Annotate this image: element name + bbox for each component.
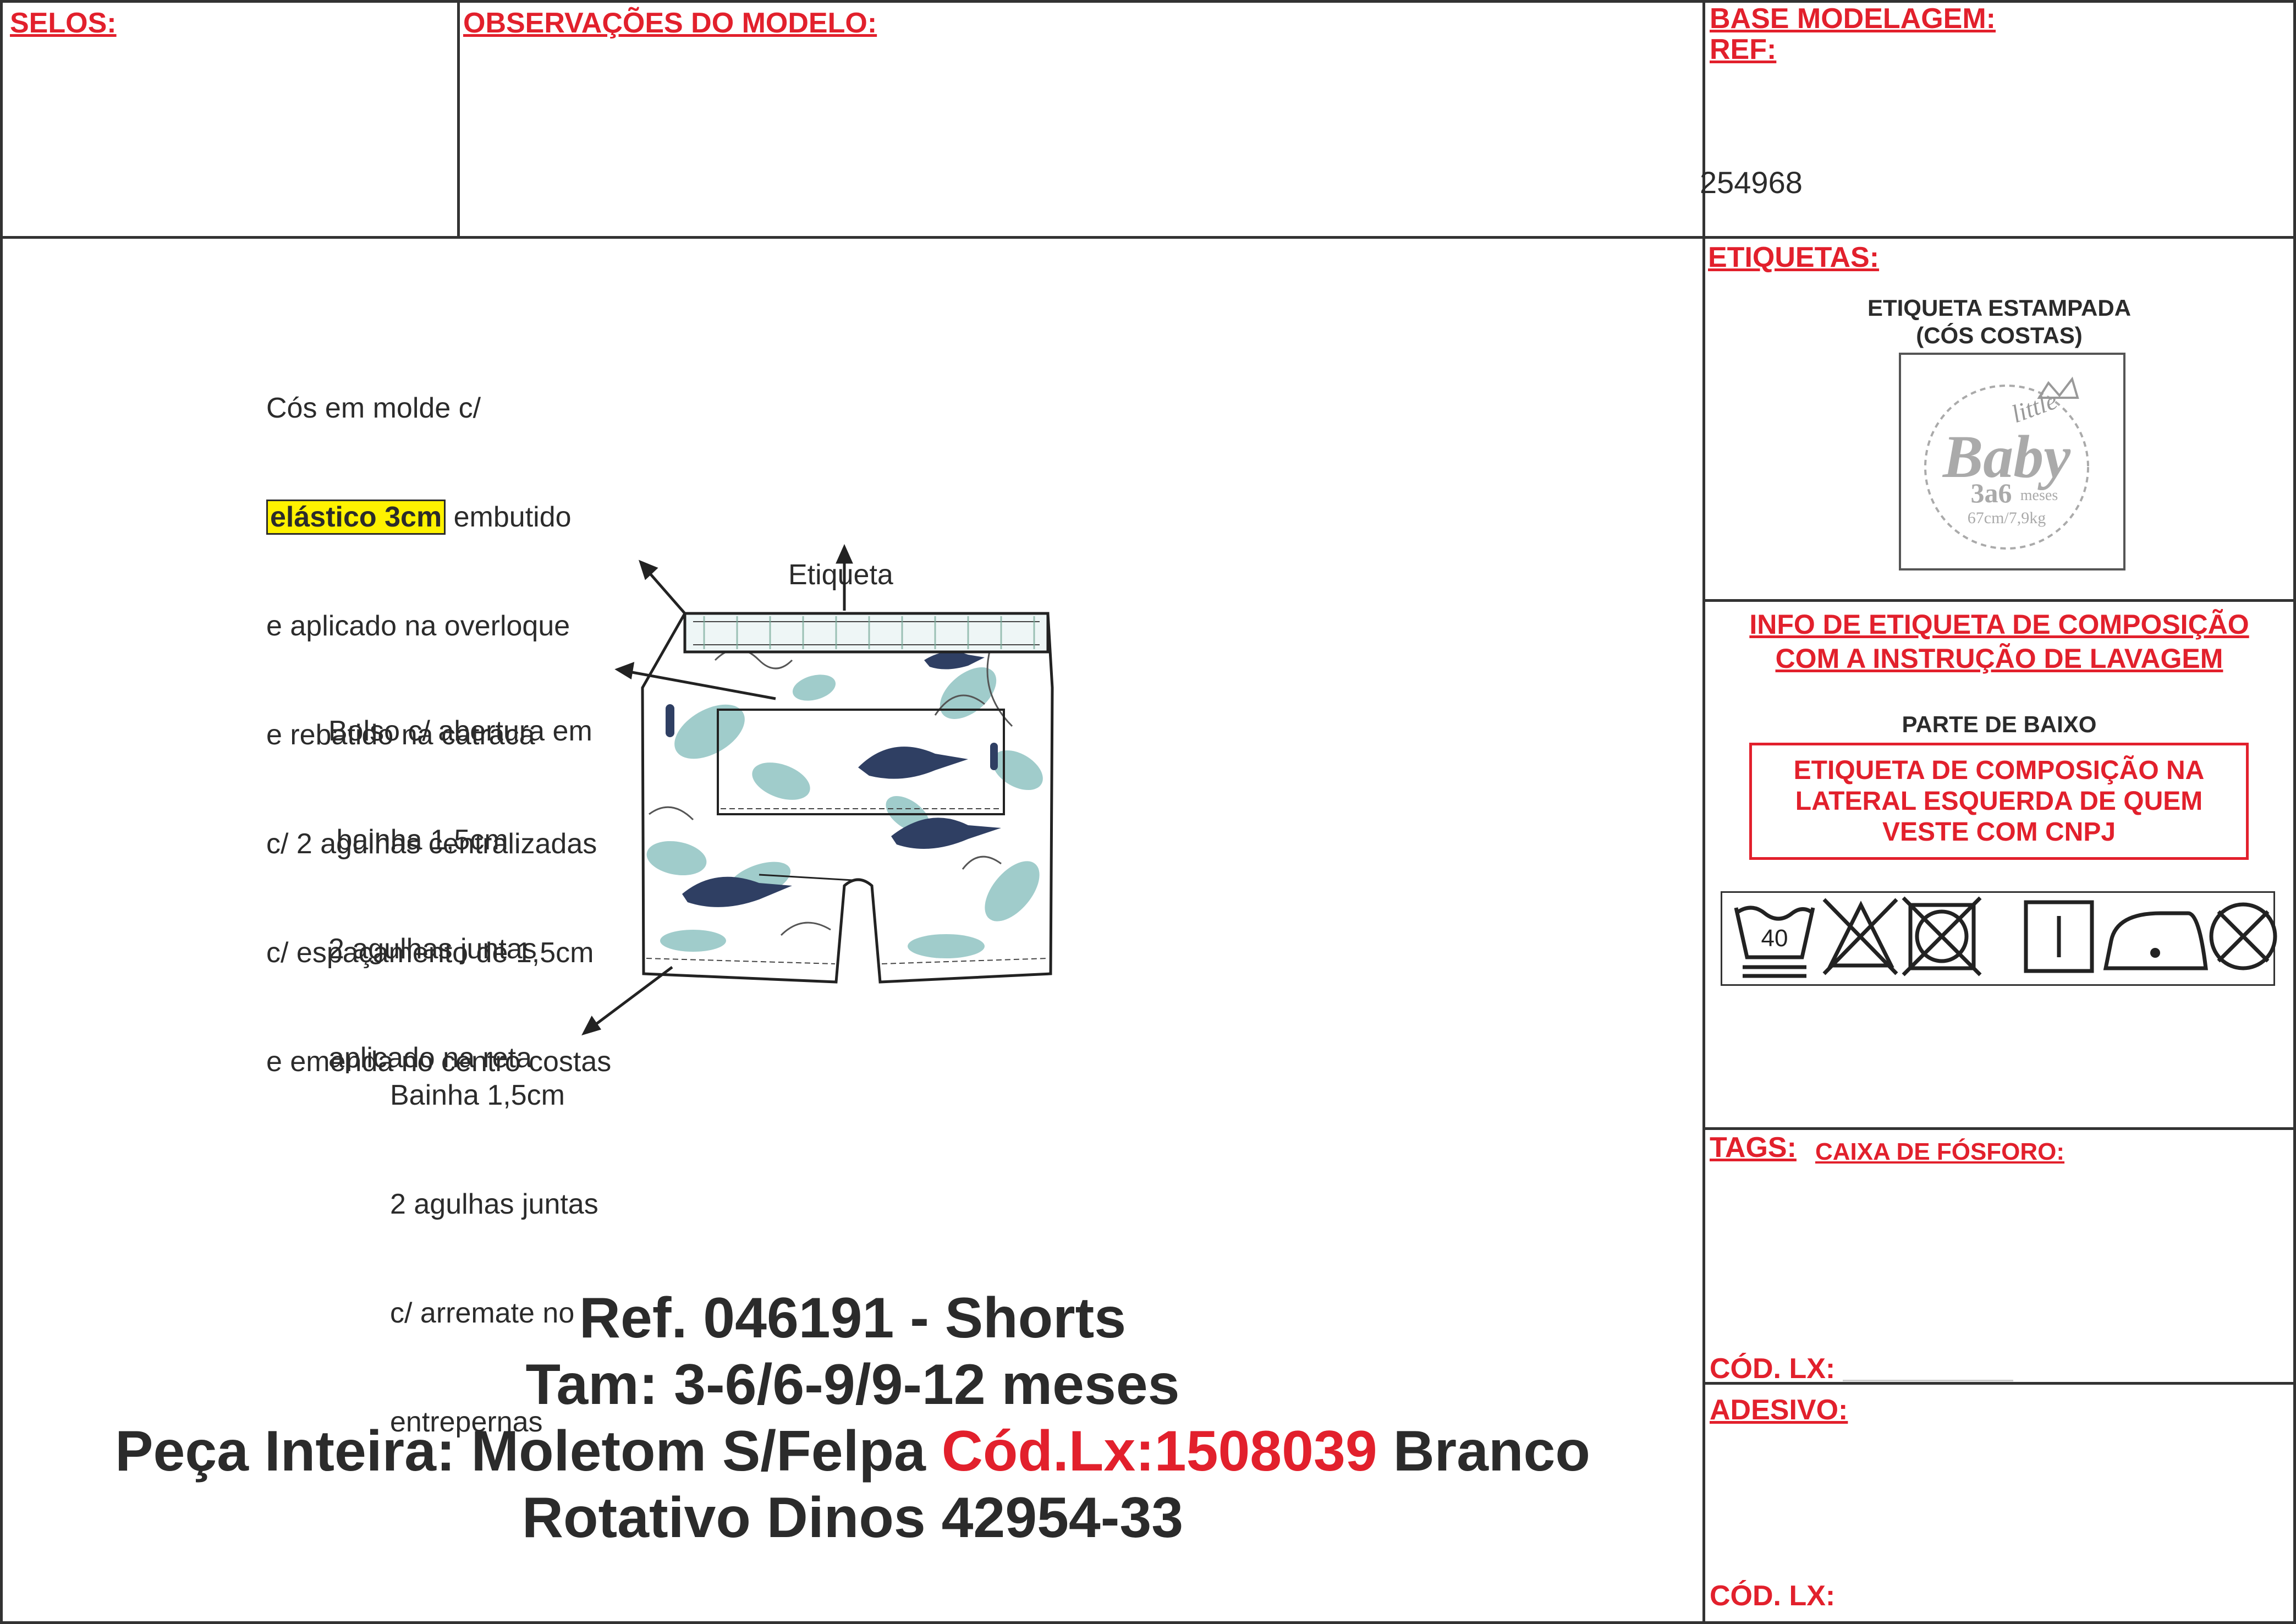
parte-label: PARTE DE BAIXO xyxy=(1902,711,2097,737)
printed-label-line1: ETIQUETA ESTAMPADA xyxy=(1867,295,2132,321)
composition-box-line2: LATERAL ESQUERDA DE QUEM xyxy=(1795,786,2203,816)
product-fabric: Peça Inteira: Moletom S/Felpa Cód.Lx:150… xyxy=(0,1418,1705,1485)
line-dry-icon xyxy=(2024,900,2094,973)
waistband xyxy=(683,612,1050,654)
etiquetas-label: ETIQUETAS: xyxy=(1708,242,1880,273)
hem-note-line: entrepernas xyxy=(390,1406,543,1438)
observacoes-label: OBSERVAÇÕES DO MODELO: xyxy=(463,7,877,39)
care-symbols: 40 xyxy=(1734,896,2277,978)
pocket-note: Bolso c/ abertura em bainha 1,5cm 2 agul… xyxy=(328,640,592,1112)
product-ref: Ref. 046191 - Shorts xyxy=(579,1286,1127,1350)
svg-text:3a6: 3a6 xyxy=(1971,478,2012,508)
waistband-note: Cós em molde c/ elástico 3cm embutido e … xyxy=(266,317,611,1116)
waistband-note-line: c/ espaçamento de 1,5cm xyxy=(266,937,594,969)
hem-note-line: c/ arremate no xyxy=(390,1297,575,1329)
caixa-fosforo-label: CAIXA DE FÓSFORO: xyxy=(1815,1138,2065,1165)
product-sizes: Tam: 3-6/6-9/9-12 meses xyxy=(525,1353,1180,1417)
waistband-note-line: e rebatido na catraca xyxy=(266,719,535,751)
selos-label: SELOS: xyxy=(10,7,117,39)
svg-text:little: little xyxy=(2008,386,2061,429)
tags-cod-lx-label: CÓD. LX: xyxy=(1710,1353,1836,1385)
waistband-note-line: e emenda no centro costas xyxy=(266,1046,612,1078)
waistband-note-line: c/ 2 agulhas centralizadas xyxy=(266,828,597,860)
tags-cod-lx-line xyxy=(1843,1380,2013,1381)
little-baby-logo: little Baby 3a6 meses 67cm/7,9kg xyxy=(1924,376,2089,550)
no-dry-clean-icon xyxy=(2209,902,2277,970)
fabric-color: Branco xyxy=(1377,1419,1590,1483)
composition-title-line1: INFO DE ETIQUETA DE COMPOSIÇÃO xyxy=(1749,609,2249,640)
waistband-note-line: e aplicado na overloque xyxy=(266,610,570,642)
composition-box-line3: VESTE COM CNPJ xyxy=(1882,817,2116,847)
product-print: Rotativo Dinos 42954-33 xyxy=(521,1486,1184,1550)
composition-box: ETIQUETA DE COMPOSIÇÃO NA LATERAL ESQUER… xyxy=(1749,743,2249,860)
svg-text:meses: meses xyxy=(2020,487,2058,504)
product-title-block: Ref. 046191 - Shorts Tam: 3-6/6-9/9-12 m… xyxy=(0,1285,1705,1551)
iron-low-icon xyxy=(2103,911,2208,970)
pocket-note-line: Bolso c/ abertura em xyxy=(328,715,592,747)
fabric-desc: Peça Inteira: Moletom S/Felpa xyxy=(115,1419,942,1483)
hem-note-line: Bainha 1,5cm xyxy=(390,1079,565,1111)
ref-value: 254968 xyxy=(1700,165,1803,200)
no-bleach-icon xyxy=(1822,898,1898,975)
waistband-note-line: embutido xyxy=(446,501,572,533)
waistband-note-line: Cós em molde c/ xyxy=(266,392,481,424)
composition-title-line2: COM A INSTRUÇÃO DE LAVAGEM xyxy=(1775,643,2223,674)
adesivo-cell xyxy=(1702,1382,2296,1624)
fabric-code: Cód.Lx:1508039 xyxy=(941,1419,1377,1483)
adesivo-label: ADESIVO: xyxy=(1710,1394,1848,1426)
pocket-note-line: bainha 1,5cm xyxy=(328,824,508,856)
composition-box-line1: ETIQUETA DE COMPOSIÇÃO NA xyxy=(1793,755,2205,785)
base-modelagem-label: BASE MODELAGEM: xyxy=(1710,3,1996,35)
printed-label-line2: (CÓS COSTAS) xyxy=(1916,322,2083,348)
hem-note: Bainha 1,5cm 2 agulhas juntas c/ arremat… xyxy=(390,1005,598,1477)
no-tumble-dry-icon xyxy=(1902,896,1982,976)
svg-text:Baby: Baby xyxy=(1942,423,2071,490)
adesivo-cod-lx-label: CÓD. LX: xyxy=(1710,1580,1836,1612)
tags-label: TAGS: xyxy=(1710,1132,1797,1164)
ref-label: REF: xyxy=(1710,34,1777,65)
wash-40-icon xyxy=(1734,906,1815,978)
shorts-body xyxy=(641,612,1054,984)
hem-note-line: 2 agulhas juntas xyxy=(390,1188,598,1220)
printed-label-box xyxy=(1899,353,2125,570)
composition-title: INFO DE ETIQUETA DE COMPOSIÇÃO COM A INS… xyxy=(1702,607,2296,676)
pocket xyxy=(717,709,1005,815)
pocket-note-line: aplicado na reta xyxy=(328,1042,532,1074)
wash-temp: 40 xyxy=(1761,925,1788,952)
printed-label-title: ETIQUETA ESTAMPADA (CÓS COSTAS) xyxy=(1702,294,2296,349)
elastic-highlight: elástico 3cm xyxy=(266,500,446,535)
label-note-line: Etiqueta xyxy=(788,559,893,591)
svg-text:67cm/7,9kg: 67cm/7,9kg xyxy=(1968,509,2046,527)
pocket-note-line: 2 agulhas juntas xyxy=(328,933,537,965)
